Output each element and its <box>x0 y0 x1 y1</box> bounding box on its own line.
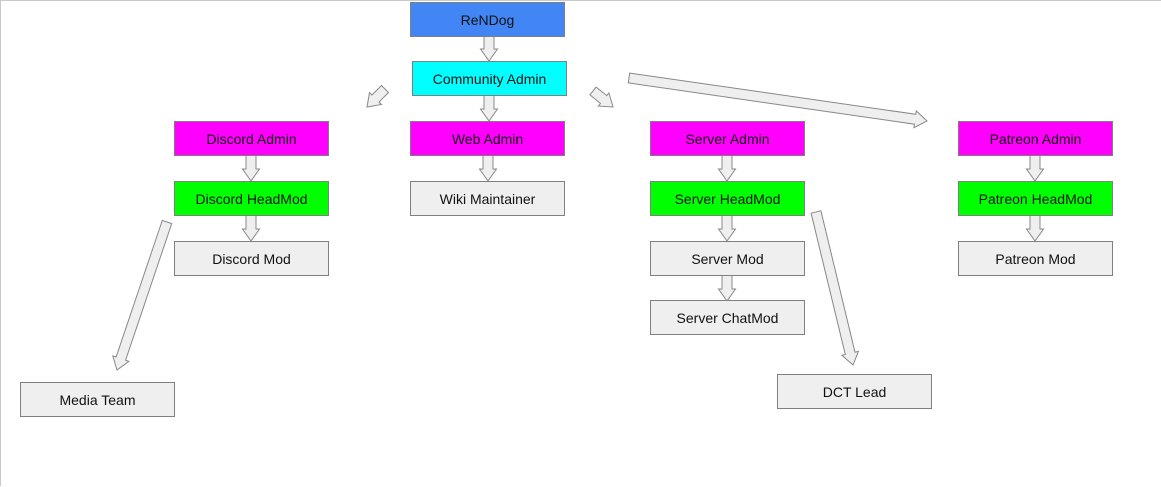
node-server-admin[interactable]: Server Admin <box>650 121 805 156</box>
arrow-rendog-to-community-admin[interactable] <box>479 34 499 62</box>
arrow-web-admin-to-wiki-maintainer[interactable] <box>478 154 498 182</box>
node-server-mod[interactable]: Server Mod <box>650 241 805 276</box>
arrow-community-admin-to-discord-admin[interactable] <box>366 84 390 108</box>
node-discord-headmod[interactable]: Discord HeadMod <box>174 181 329 216</box>
node-patreon-admin[interactable]: Patreon Admin <box>958 121 1113 156</box>
node-discord-mod[interactable]: Discord Mod <box>174 241 329 276</box>
node-server-headmod[interactable]: Server HeadMod <box>650 181 805 216</box>
arrow-server-headmod-to-server-mod[interactable] <box>717 214 737 242</box>
arrow-discord-headmod-to-media-team[interactable] <box>112 219 173 371</box>
arrow-server-mod-to-server-chatmod[interactable] <box>717 273 737 302</box>
arrow-patreon-admin-to-patreon-headmod[interactable] <box>1025 154 1045 182</box>
arrow-discord-admin-to-discord-headmod[interactable] <box>241 154 261 182</box>
node-dct-lead[interactable]: DCT Lead <box>777 374 932 409</box>
node-wiki-maintainer[interactable]: Wiki Maintainer <box>410 181 565 216</box>
node-server-chatmod[interactable]: Server ChatMod <box>650 300 805 335</box>
node-web-admin[interactable]: Web Admin <box>410 121 565 156</box>
arrow-community-admin-to-server-admin[interactable] <box>589 86 614 108</box>
node-patreon-mod[interactable]: Patreon Mod <box>958 241 1113 276</box>
node-discord-admin[interactable]: Discord Admin <box>174 121 329 156</box>
arrow-server-admin-to-server-headmod[interactable] <box>717 154 737 182</box>
arrow-community-admin-to-patreon-admin[interactable] <box>627 72 928 129</box>
arrow-patreon-headmod-to-patreon-mod[interactable] <box>1025 214 1045 242</box>
node-media-team[interactable]: Media Team <box>20 382 175 417</box>
arrow-server-headmod-to-dct-lead[interactable] <box>810 210 860 366</box>
node-rendog[interactable]: ReNDog <box>410 2 565 37</box>
node-patreon-headmod[interactable]: Patreon HeadMod <box>958 181 1113 216</box>
arrow-discord-headmod-to-discord-mod[interactable] <box>241 214 261 242</box>
arrow-community-admin-to-web-admin[interactable] <box>479 94 499 122</box>
node-community-admin[interactable]: Community Admin <box>412 61 567 96</box>
